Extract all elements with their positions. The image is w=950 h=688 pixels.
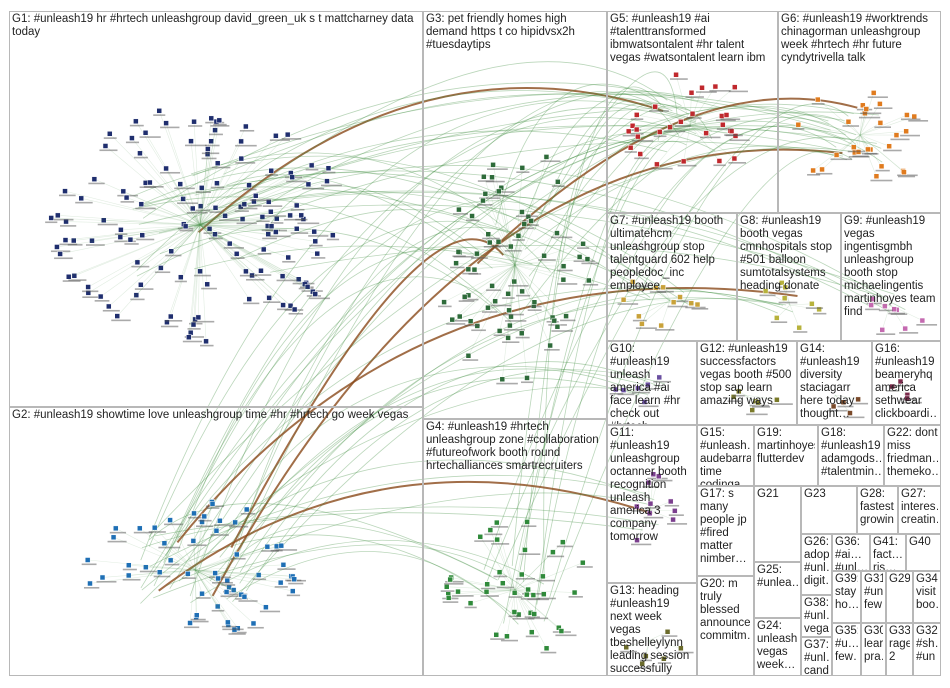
group-label-g38: G38: #unl… vega…: [804, 597, 829, 635]
group-g14[interactable]: G14: #unleash19 diversity staciagarr her…: [797, 341, 872, 425]
group-g3[interactable]: G3: pet friendly homes high demand https…: [423, 11, 607, 419]
group-label-g20: G20: m truly blessed announce commitm…: [700, 578, 751, 642]
group-label-g9: G9: #unleash19 vegas ingentisgmbh unleas…: [844, 215, 936, 318]
group-g34[interactable]: G34: visit boo…: [913, 571, 941, 623]
group-label-g7: G7: #unleash19 booth ultimatehcm unleash…: [610, 215, 724, 292]
group-g7[interactable]: G7: #unleash19 booth ultimatehcm unleash…: [607, 213, 737, 341]
group-g30[interactable]: G30: learn pra…: [861, 623, 886, 676]
group-label-g31: G31: #unl… few…: [864, 573, 883, 611]
group-label-g4: G4: #unleash19 #hrtech unleashgroup zone…: [426, 421, 599, 472]
group-label-g19: G19: martinhoyes flutterdev: [757, 427, 815, 465]
group-label-g28: G28: fastest growin…: [860, 488, 895, 526]
group-g24[interactable]: G24: unleash vegas week…: [754, 618, 801, 676]
group-label-g6: G6: #unleash19 #worktrends chinagorman u…: [781, 13, 929, 64]
group-g12[interactable]: G12: #unleash19 successfactors vegas boo…: [697, 341, 797, 425]
group-g6[interactable]: G6: #unleash19 #worktrends chinagorman u…: [778, 11, 941, 213]
group-label-g12: G12: #unleash19 successfactors vegas boo…: [700, 343, 792, 407]
group-label-g29: G29: [889, 573, 910, 585]
group-label-g41: G41: fact… ris…: [873, 536, 903, 571]
group-label-g34: G34: visit boo…: [916, 573, 938, 611]
group-g40[interactable]: G40: [906, 534, 941, 571]
group-label-g22: G22: dont miss friedman… themeko…: [887, 427, 938, 478]
group-label-g2: G2: #unleash19 showtime love unleashgrou…: [12, 409, 409, 421]
group-g5[interactable]: G5: #unleash19 #ai #talenttransformed ib…: [607, 11, 778, 213]
group-g36[interactable]: G36: #ai… #unl…: [832, 534, 870, 571]
group-label-g30: G30: learn pra…: [864, 625, 883, 663]
group-g20[interactable]: G20: m truly blessed announce commitm…: [697, 576, 754, 676]
group-label-g24: G24: unleash vegas week…: [757, 620, 798, 671]
group-g2[interactable]: G2: #unleash19 showtime love unleashgrou…: [9, 407, 423, 676]
group-label-g33: G33: rage 2: [889, 625, 910, 663]
group-label-g14: G14: #unleash19 diversity staciagarr her…: [800, 343, 860, 420]
group-g32[interactable]: G32: #sh… #un: [913, 623, 941, 676]
group-label-g1: G1: #unleash19 hr #hrtech unleashgroup d…: [12, 13, 414, 38]
group-label-g18: G18: #unleash19 adamgods… #talentmin…: [821, 427, 881, 478]
group-label-g15: G15: #unleash… audebarral time codinga… …: [700, 427, 751, 486]
group-g21[interactable]: G21: [754, 486, 801, 562]
group-g13[interactable]: G13: heading #unleash19 next week vegas …: [607, 583, 697, 676]
group-g37[interactable]: G37: #unl… cand…: [801, 637, 832, 676]
group-g23[interactable]: G23: [801, 486, 857, 534]
group-label-g35: G35: #u… few…: [835, 625, 858, 663]
group-g27[interactable]: G27: interes… creatin…: [898, 486, 941, 534]
group-label-g5: G5: #unleash19 #ai #talenttransformed ib…: [610, 13, 766, 64]
group-g17[interactable]: G17: s many people jp #fired matter nimb…: [697, 486, 754, 576]
group-g31[interactable]: G31: #unl… few…: [861, 571, 886, 623]
group-g9[interactable]: G9: #unleash19 vegas ingentisgmbh unleas…: [841, 213, 941, 341]
group-label-g13: G13: heading #unleash19 next week vegas …: [610, 585, 690, 675]
group-label-g11: G11: #unleash19 unleashgroup octanner bo…: [610, 427, 687, 543]
group-label-g17: G17: s many people jp #fired matter nimb…: [700, 488, 747, 565]
group-label-g36: G36: #ai… #unl…: [835, 536, 867, 571]
group-label-g40: G40: [909, 536, 931, 548]
group-label-g3: G3: pet friendly homes high demand https…: [426, 13, 575, 51]
group-g15[interactable]: G15: #unleash… audebarral time codinga… …: [697, 425, 754, 486]
group-g22[interactable]: G22: dont miss friedman… themeko…: [884, 425, 941, 486]
group-label-g21: G21: [757, 488, 779, 500]
group-g18[interactable]: G18: #unleash19 adamgods… #talentmin…: [818, 425, 884, 486]
group-label-g26: G26: adop… #unl… digit…: [804, 536, 829, 587]
group-label-g10: G10: #unleash19 unleash america #ai face…: [610, 343, 681, 424]
group-g8[interactable]: G8: #unleash19 booth vegas cmnhospitals …: [737, 213, 841, 341]
group-label-g25: G25: #unlea…: [757, 564, 798, 589]
group-label-g39: G39: stay ho…: [835, 573, 858, 611]
group-g10[interactable]: G10: #unleash19 unleash america #ai face…: [607, 341, 697, 425]
group-g16[interactable]: G16: #unleash19 beameryhq america sethwe…: [872, 341, 941, 425]
group-g28[interactable]: G28: fastest growin…: [857, 486, 898, 534]
group-label-g23: G23: [804, 488, 826, 500]
group-g38[interactable]: G38: #unl… vega…: [801, 595, 832, 637]
group-g39[interactable]: G39: stay ho…: [832, 571, 861, 623]
group-g33[interactable]: G33: rage 2: [886, 623, 913, 676]
group-label-g8: G8: #unleash19 booth vegas cmnhospitals …: [740, 215, 833, 292]
group-label-g37: G37: #unl… cand…: [804, 639, 829, 676]
group-g25[interactable]: G25: #unlea…: [754, 562, 801, 618]
group-g1[interactable]: G1: #unleash19 hr #hrtech unleashgroup d…: [9, 11, 423, 407]
group-g29[interactable]: G29: [886, 571, 913, 623]
group-label-g16: G16: #unleash19 beameryhq america sethwe…: [875, 343, 938, 420]
group-label-g32: G32: #sh… #un: [916, 625, 938, 663]
group-g26[interactable]: G26: adop… #unl… digit…: [801, 534, 832, 595]
group-g19[interactable]: G19: martinhoyes flutterdev: [754, 425, 818, 486]
group-g41[interactable]: G41: fact… ris…: [870, 534, 906, 571]
group-label-g27: G27: interes… creatin…: [901, 488, 938, 526]
group-g11[interactable]: G11: #unleash19 unleashgroup octanner bo…: [607, 425, 697, 583]
group-g4[interactable]: G4: #unleash19 #hrtech unleashgroup zone…: [423, 419, 607, 676]
group-g35[interactable]: G35: #u… few…: [832, 623, 861, 676]
